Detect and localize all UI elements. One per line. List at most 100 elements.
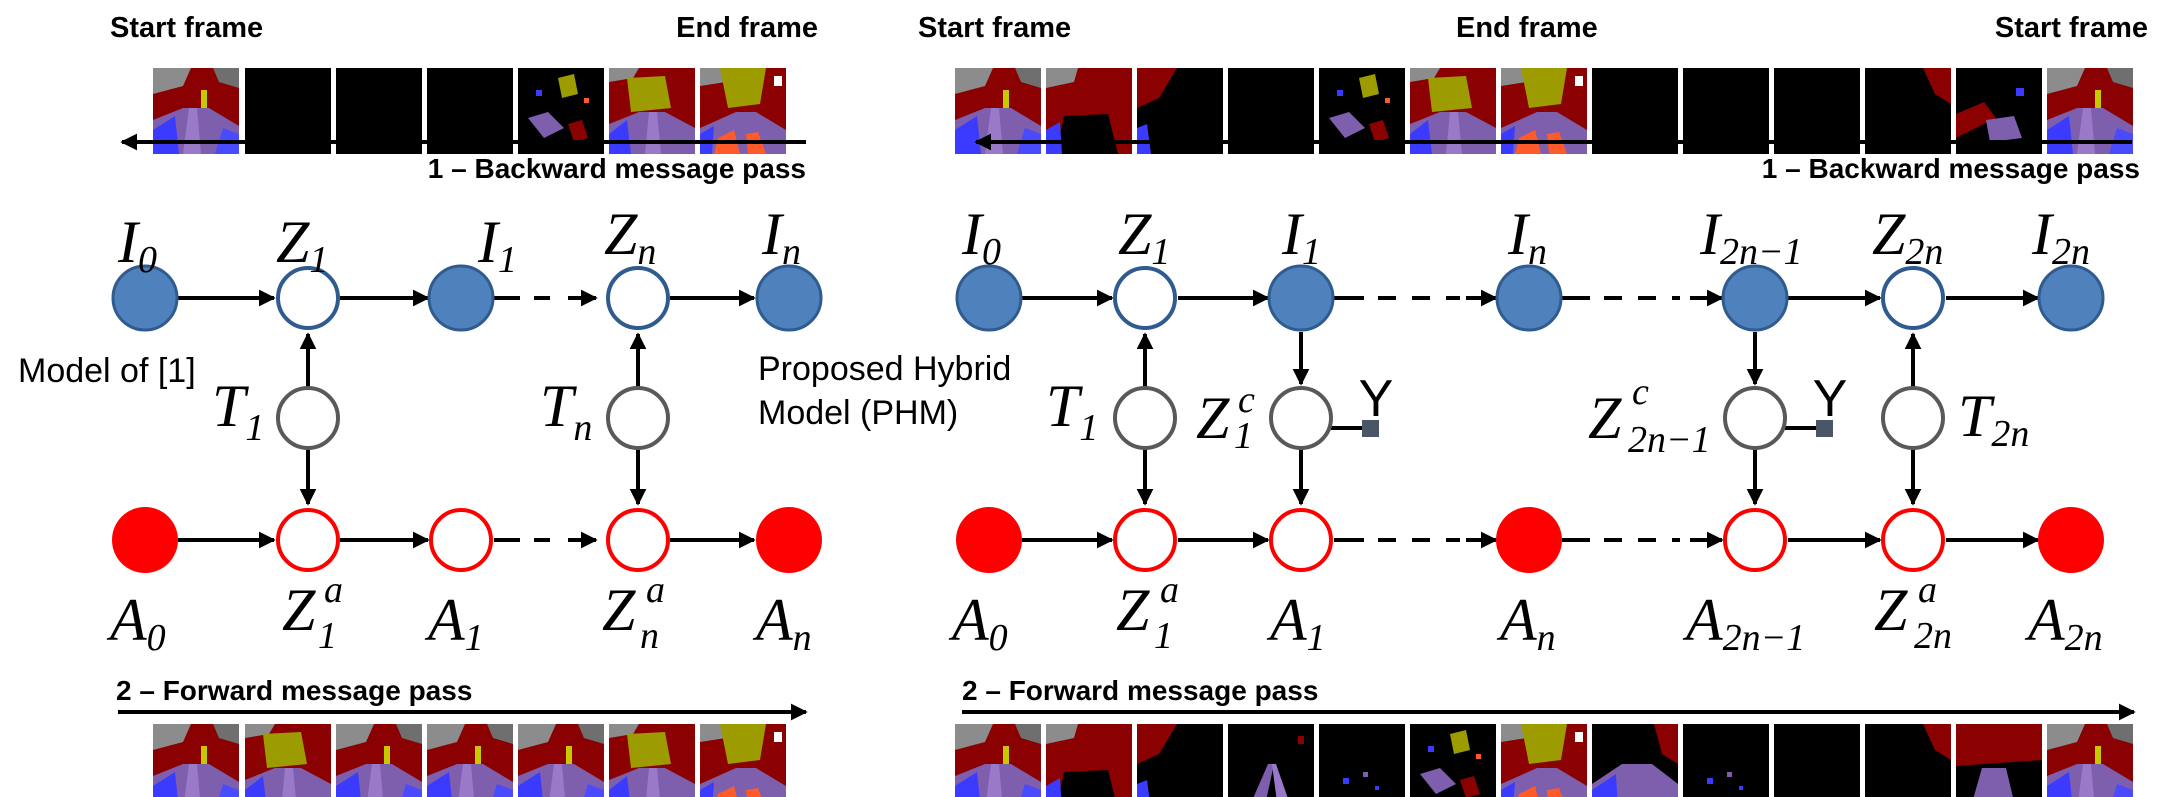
svg-text:a: a [324,569,343,611]
left-node-Tn [606,386,670,450]
right-start-frame-label-left: Start frame [918,12,1071,44]
right-label-I1: I1 [1281,201,1321,273]
right-bottom-frame-1 [955,724,1041,797]
right-node-Z2n [1881,266,1945,330]
svg-text:Z: Z [282,577,316,643]
right-node-A1 [1269,508,1333,572]
right-label-Y1: Y [1359,370,1394,428]
right-panel: Start frame End frame Start frame 1 – Ba… [758,12,2148,797]
right-factor-Y2 [1816,420,1833,437]
right-label-A1: A1 [1266,587,1326,659]
right-model-label-line2: Model (PHM) [758,394,958,432]
left-label-A0: A0 [106,587,166,659]
left-node-A0 [112,507,178,573]
right-factor-Y1 [1362,420,1379,437]
right-bottom-frame-10 [1774,724,1860,797]
right-node-T2n [1881,386,1945,450]
right-label-A2n: A2n [2024,587,2103,659]
left-label-Z1: Z1 [276,209,328,281]
left-edges [178,289,756,549]
left-bottom-frame-5 [518,724,604,797]
left-bottom-frame-6 [609,724,695,797]
left-node-In [755,264,823,332]
right-node-A2n1 [1723,508,1787,572]
right-top-frame-4 [1228,68,1314,154]
right-bottom-frame-2 [1046,724,1132,797]
left-bottom-frame-2 [245,724,331,797]
right-label-Z2n1c: Z c 2n−1 [1588,371,1711,461]
right-label-Z1: Z1 [1118,201,1170,273]
left-label-Zna: Z a n [602,569,665,657]
left-label-T1: T1 [212,373,264,449]
left-node-Z1 [276,266,340,330]
right-bottom-frame-6 [1410,724,1496,797]
right-node-I0 [955,264,1023,332]
left-label-Z1a: Z a 1 [282,569,343,657]
svg-text:n: n [640,615,659,657]
right-node-I2n1 [1721,264,1789,332]
right-node-A0 [956,507,1022,573]
right-label-Z2n: Z2n [1872,201,1943,273]
right-node-Z1c [1269,386,1333,450]
left-bottom-frame-3 [336,724,422,797]
right-bottom-frame-11 [1865,724,1951,797]
right-bottom-frame-strip [955,724,2133,797]
left-label-Tn: Tn [540,373,592,449]
svg-text:a: a [1918,569,1937,611]
right-label-T1: T1 [1046,373,1098,449]
right-bottom-frame-13 [2047,724,2133,797]
right-top-frame-10 [1774,68,1860,154]
right-label-In: In [1507,201,1547,273]
left-top-frame-strip [153,68,786,154]
right-label-A0: A0 [948,587,1008,659]
svg-text:a: a [1160,569,1179,611]
left-node-Zn [606,266,670,330]
right-forward-pass-label: 2 – Forward message pass [962,675,1318,706]
left-node-T1 [276,386,340,450]
right-model-label-line1: Proposed Hybrid [758,350,1011,388]
right-bottom-frame-9 [1683,724,1769,797]
right-node-Z1 [1113,266,1177,330]
right-label-A2n1: A2n−1 [1682,587,1805,659]
right-bottom-frame-7 [1501,724,1587,797]
left-bottom-frame-4 [427,724,513,797]
right-backward-pass-label: 1 – Backward message pass [1762,153,2140,184]
right-bottom-frame-3 [1137,724,1223,797]
right-node-A2n [2038,507,2104,573]
left-node-I1 [427,264,495,332]
right-label-An: An [1496,587,1556,659]
right-top-frame-strip [955,68,2133,154]
left-bottom-frame-strip [153,724,786,797]
svg-text:Z: Z [1116,577,1150,643]
left-top-frame-2 [245,68,331,154]
right-node-Z1a [1113,508,1177,572]
left-top-frame-4 [427,68,513,154]
right-top-frame-8 [1592,68,1678,154]
right-label-Z1c: Z c 1 [1196,379,1255,457]
left-label-In: In [761,201,801,273]
right-label-Z2na: Z a 2n [1874,569,1952,657]
left-top-frame-3 [336,68,422,154]
svg-text:1: 1 [1234,415,1253,457]
right-node-T1 [1113,386,1177,450]
right-label-T2n: T2n [1958,383,2029,455]
right-node-I2n [2037,264,2105,332]
right-label-I2n: I2n [2031,201,2090,273]
svg-text:c: c [1238,379,1255,421]
left-label-A1: A1 [424,587,484,659]
right-label-Z1a: Z a 1 [1116,569,1179,657]
svg-text:1: 1 [318,615,337,657]
right-label-Y2: Y [1813,370,1848,428]
right-bottom-frame-8 [1592,724,1678,797]
svg-text:Z: Z [1588,385,1622,451]
svg-text:a: a [646,569,665,611]
right-bottom-frame-5 [1319,724,1405,797]
right-bottom-frame-4 [1228,724,1314,797]
left-backward-pass-label: 1 – Backward message pass [428,153,806,184]
right-label-I0: I0 [961,201,1001,273]
left-node-I0 [111,264,179,332]
left-label-Zn: Zn [604,201,656,273]
svg-text:1: 1 [1154,615,1173,657]
left-start-frame-label: Start frame [110,12,263,44]
